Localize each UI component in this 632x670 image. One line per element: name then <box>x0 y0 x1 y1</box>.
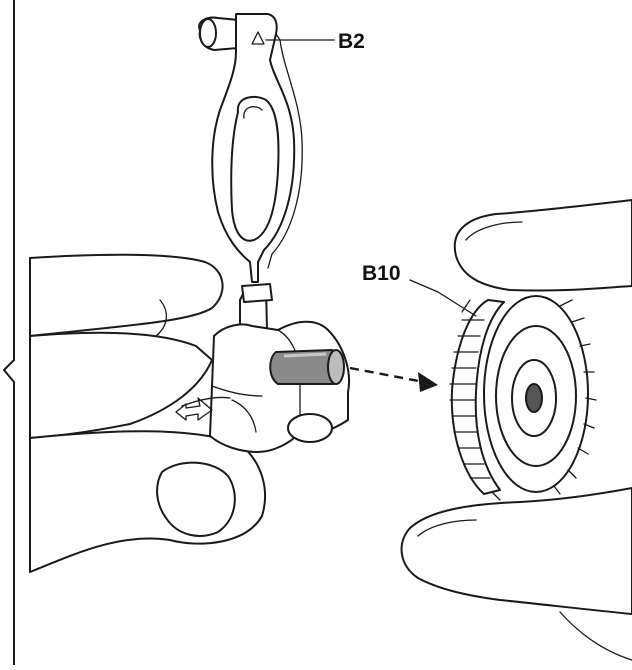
right-hand-bottom <box>400 487 632 661</box>
lever-b2 <box>198 13 303 373</box>
thumbnail-left <box>156 461 236 537</box>
label-b10: B10 <box>362 262 401 285</box>
mechanism-bracket <box>175 320 350 453</box>
gear-hub-hole <box>525 383 543 413</box>
gear-b10 <box>449 295 597 501</box>
assembly-arrow <box>349 366 425 384</box>
assembly-arrowhead <box>418 372 438 392</box>
left-hand <box>29 253 266 573</box>
bracket-arrow-symbol <box>175 397 213 421</box>
right-hand-top <box>453 199 632 292</box>
leader-b10 <box>409 279 477 317</box>
shaft <box>269 348 345 385</box>
lever-triangle-mark <box>251 31 265 45</box>
label-b2: B2 <box>338 30 365 53</box>
page-border-left <box>3 0 15 666</box>
